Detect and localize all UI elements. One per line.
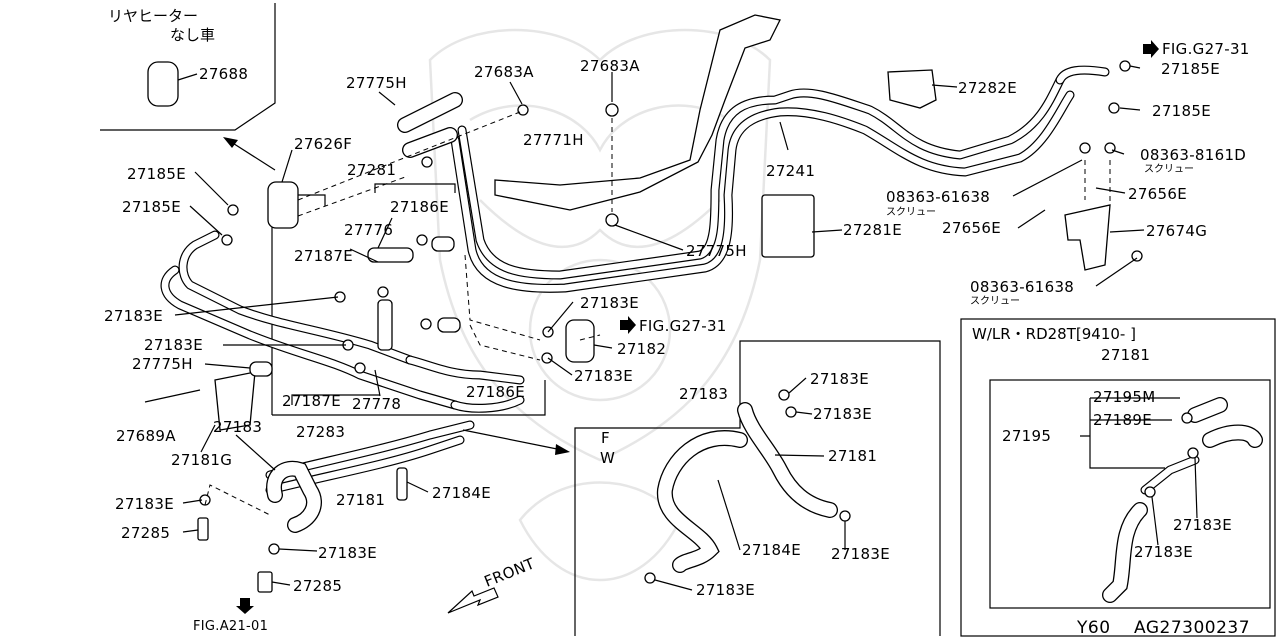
group-brace-27187e [291,394,380,405]
detail-letter-w: W [600,449,616,467]
inset-frame-no-rear-heater [100,3,276,131]
footer-diagram-code: AG27300237 [1134,618,1251,638]
bracket-27674g [1064,204,1111,271]
part-label: 27656E [1128,185,1187,203]
part-label: 27285 [293,577,343,595]
part-label: 27282E [958,79,1017,97]
part-label: 27183 [679,385,729,403]
screw-label-1: スクリュー [1144,164,1194,175]
footer-model: Y60 [1077,618,1111,638]
part-label: 27688 [199,65,249,83]
group-bracket-bottom [272,380,546,416]
part-label: 27775H [132,355,193,373]
part-label: 27185E [122,198,181,216]
part-label: 27775H [346,74,407,92]
part-label: 27184E [432,484,491,502]
inset-frame-detail [574,340,941,636]
screw-label-3: スクリュー [970,296,1020,307]
sensor-27285-lower [257,571,273,593]
part-label: 27281E [843,221,902,239]
part-label: 27181 [828,447,878,465]
group-brace-27281 [374,183,456,193]
part-label: 27189E [1093,411,1152,429]
part-label: 27187E [282,392,341,410]
part-label: 27283 [296,423,346,441]
part-label: 27184E [742,541,801,559]
leader-lines [144,65,1198,591]
part-label: 27776 [344,221,394,239]
cap-27186e-mid [437,317,461,333]
part-label: 27775H [686,242,747,260]
part-label: 27771H [523,131,584,149]
part-label: 27689A [116,427,176,445]
inset-frame-variant [960,318,1276,637]
bracket-27771h [494,14,781,211]
mount-27626f [267,181,299,229]
part-label: 27187E [294,247,353,265]
bracket-27181g [214,371,256,431]
fig-ref-g27-31-mid: FIG.G27-31 [639,317,727,335]
part-label: 27186E [390,198,449,216]
mount-27688 [147,61,179,107]
pipe-27778 [377,299,393,351]
cap-27186e [431,236,455,252]
part-label: 27181 [336,491,386,509]
bracket-27281e [761,194,815,258]
part-label: 27183E [813,405,872,423]
part-label: 27778 [352,395,402,413]
part-label: 27626F [294,135,353,153]
main-pipe-27241 [450,65,1110,293]
part-label: 27185E [1152,102,1211,120]
part-label: 27183E [1173,516,1232,534]
sensor-27285-upper [197,517,209,541]
part-label: 27183E [574,367,633,385]
part-label: 27683A [580,57,640,75]
part-label: 27195 [1002,427,1052,445]
part-label: 27183E [810,370,869,388]
part-label: 27183E [1134,543,1193,561]
part-label: 27183E [104,307,163,325]
part-label: 27186E [466,383,525,401]
part-label: 27281 [347,161,397,179]
joint-27776 [367,247,414,263]
part-label: 27185E [1161,60,1220,78]
part-label: 27656E [942,219,1001,237]
fig-ref-a21-01: FIG.A21-01 [193,619,269,634]
bracket-27282e [887,69,937,109]
part-label: 27285 [121,524,171,542]
detail-letter-f: F [601,429,610,447]
variant-condition: W/LR・RD28T[9410- ] [972,325,1136,343]
part-label: 27181 [1101,346,1151,364]
dashed-guide-lines [204,111,1111,516]
arrows [223,40,1159,614]
part-label: 27183E [318,544,377,562]
part-label: 27182 [617,340,667,358]
part-label: 27181G [171,451,233,469]
part-label: 27183E [580,294,639,312]
part-label: 27674G [1146,222,1208,240]
mount-27182 [565,319,595,363]
screw-label-2: スクリュー [886,207,936,218]
cap-27775h-left [249,361,273,377]
part-label: 27195M [1093,388,1156,406]
part-label: 08363-61638 [886,188,991,206]
wire-27184e [396,467,408,501]
fig-ref-g27-31-top: FIG.G27-31 [1162,40,1250,58]
part-label: 27241 [766,162,816,180]
part-label: 27183E [144,336,203,354]
part-label: 08363-8161D [1140,146,1247,164]
part-label: 27183E [696,581,755,599]
inset-inner-box [989,379,1271,609]
part-label: 27183 [213,418,263,436]
part-label: 27183E [115,495,174,513]
part-label: 08363-61638 [970,278,1075,296]
left-pipe-bundle [160,230,525,495]
note-no-rear-heater-line2: なし車 [170,26,216,44]
part-label: 27683A [474,63,534,81]
note-no-rear-heater-line1: リヤヒーター [108,7,199,25]
part-label: 27183E [831,545,890,563]
part-label: 27185E [127,165,186,183]
